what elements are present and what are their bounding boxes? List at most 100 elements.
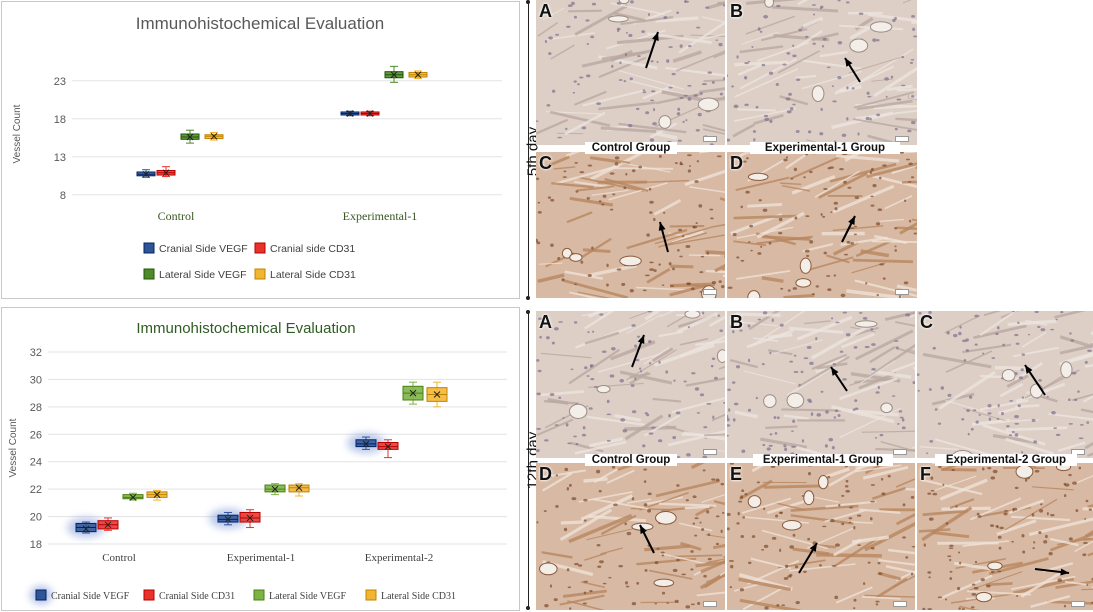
tissue-nucleus — [718, 280, 722, 284]
tissue-nucleus — [611, 465, 616, 469]
tissue-nucleus — [944, 598, 948, 601]
tissue-fiber — [795, 74, 817, 79]
tissue-nucleus — [830, 317, 834, 320]
tissue-nucleus — [819, 564, 822, 567]
tissue-fiber — [781, 184, 811, 192]
box-plot-mark — [288, 483, 310, 497]
tissue-nucleus — [761, 363, 765, 366]
tissue-nucleus — [573, 321, 578, 324]
tissue-fiber — [861, 430, 915, 433]
tissue-fiber — [983, 311, 1002, 317]
tissue-nucleus — [747, 324, 751, 328]
tissue-nucleus — [691, 372, 696, 375]
tissue-fiber — [1071, 393, 1093, 402]
tissue-nucleus — [1012, 508, 1015, 512]
tissue-nucleus — [1078, 466, 1082, 470]
tissue-nucleus — [992, 469, 998, 474]
tissue-fiber — [979, 399, 1029, 411]
tissue-fiber — [763, 484, 824, 489]
tissue-fiber — [714, 95, 725, 102]
tissue-nucleus — [768, 71, 774, 75]
tissue-nucleus — [671, 72, 676, 76]
tissue-nucleus — [927, 492, 932, 495]
tissue-nucleus — [1016, 595, 1019, 597]
tissue-fiber — [541, 551, 573, 559]
tissue-nucleus — [922, 607, 926, 610]
tissue-nucleus — [599, 560, 604, 564]
tissue-nucleus — [930, 489, 935, 492]
micrograph-image — [727, 0, 917, 145]
tissue-fiber — [1055, 580, 1093, 590]
tissue-nucleus — [782, 63, 787, 66]
tissue-nucleus — [912, 381, 915, 385]
tissue-nucleus — [811, 4, 816, 6]
legend-swatch — [35, 589, 47, 601]
tissue-fiber — [678, 21, 725, 54]
tissue-fiber — [609, 340, 656, 361]
tissue-nucleus — [870, 204, 875, 207]
tissue-nucleus — [875, 391, 880, 394]
tissue-fiber — [839, 377, 898, 400]
tissue-nucleus — [807, 472, 812, 476]
tissue-nucleus — [744, 493, 748, 496]
tissue-fiber — [1082, 507, 1093, 511]
tissue-fiber — [1080, 408, 1093, 414]
box-mean-marker — [210, 132, 218, 140]
tissue-nucleus — [692, 226, 696, 229]
tissue-fiber — [1083, 537, 1093, 541]
tissue-fiber — [670, 264, 694, 269]
tissue-nucleus — [827, 288, 832, 292]
tissue-nucleus — [638, 165, 642, 169]
tissue-nucleus — [656, 61, 659, 63]
tissue-nucleus — [568, 483, 572, 487]
tissue-nucleus — [896, 98, 902, 101]
tissue-fiber — [733, 107, 797, 122]
tissue-nucleus — [798, 28, 803, 32]
tissue-nucleus — [792, 533, 796, 537]
tissue-nucleus — [661, 284, 665, 286]
tissue-nucleus — [548, 36, 553, 40]
tissue-fiber — [835, 78, 860, 93]
tissue-nucleus — [908, 219, 912, 223]
y-axis-label: Vessel Count — [12, 104, 23, 163]
tissue-fiber — [1049, 537, 1079, 547]
tissue-nucleus — [953, 333, 958, 338]
bracket-end-dot — [526, 0, 530, 4]
tissue-nucleus — [558, 396, 562, 399]
tissue-nucleus — [1038, 379, 1043, 382]
tissue-nucleus — [1064, 483, 1070, 487]
tissue-nucleus — [641, 30, 646, 34]
tissue-nucleus — [833, 274, 837, 277]
tissue-nucleus — [1011, 540, 1014, 543]
tissue-nucleus — [728, 559, 734, 562]
tissue-nucleus — [1037, 325, 1041, 329]
tissue-vessel — [684, 311, 701, 319]
tissue-nucleus — [793, 370, 799, 374]
tissue-nucleus — [1028, 333, 1031, 336]
tissue-fiber — [1083, 395, 1093, 403]
tissue-fiber — [584, 331, 620, 345]
tissue-fiber — [801, 70, 862, 90]
tissue-nucleus — [1033, 541, 1036, 544]
tissue-nucleus — [537, 201, 541, 204]
tissue-nucleus — [917, 389, 920, 392]
legend-label: Cranial Side CD31 — [159, 591, 235, 602]
tissue-fiber — [574, 440, 627, 455]
tissue-fiber — [536, 418, 574, 437]
tissue-nucleus — [961, 418, 965, 421]
tissue-nucleus — [658, 263, 661, 266]
tissue-fiber — [564, 270, 604, 280]
tissue-nucleus — [927, 608, 932, 610]
tissue-nucleus — [779, 323, 784, 327]
bracket-end-dot — [526, 310, 530, 314]
tissue-nucleus — [625, 585, 630, 588]
tissue-nucleus — [974, 343, 978, 346]
tissue-fiber — [765, 425, 798, 430]
tissue-nucleus — [986, 584, 991, 588]
box-plot-mark — [122, 492, 144, 501]
tissue-fiber — [696, 591, 725, 597]
tissue-vessel — [880, 402, 893, 414]
tissue-nucleus — [656, 547, 660, 550]
legend-swatch — [143, 589, 155, 601]
tissue-nucleus — [810, 412, 814, 416]
